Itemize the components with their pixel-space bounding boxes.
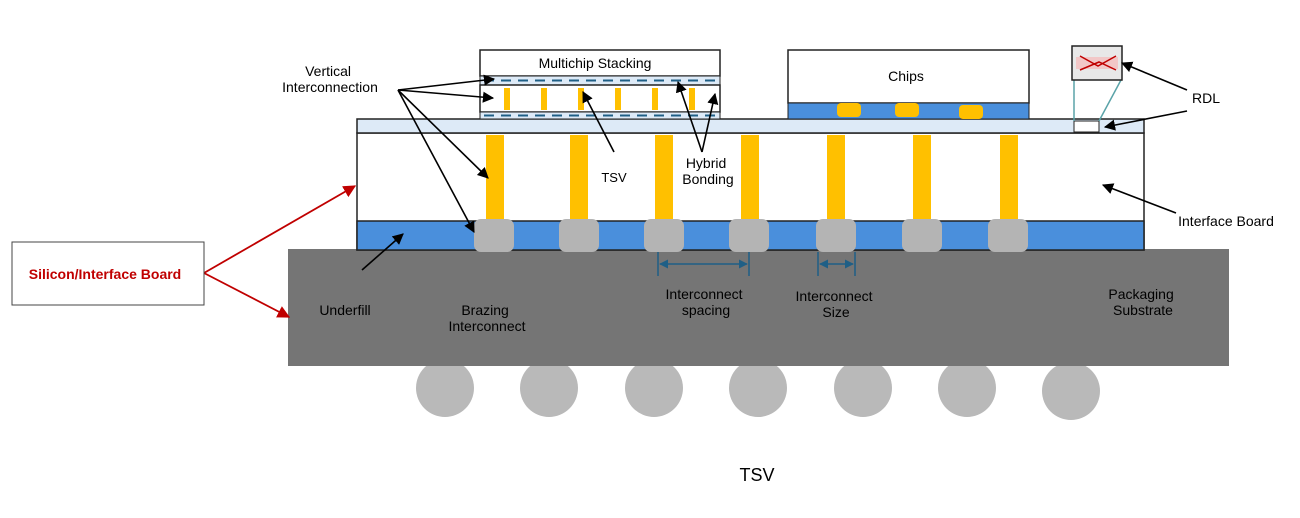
chips-bump: [895, 103, 919, 117]
figure-caption: TSV: [739, 465, 774, 485]
red-arrow-upper: [203, 185, 357, 274]
chips-die: [787, 49, 1030, 120]
brazing-bump: [816, 219, 856, 252]
interconnect-size-label: Interconnect Size: [796, 288, 877, 320]
side-box-arrows: [203, 185, 357, 318]
arrow-rdl-bottom: [1103, 110, 1188, 131]
solder-ball: [520, 359, 578, 417]
arrow-hybrid-a: [675, 80, 703, 153]
tsv-pillar: [486, 135, 504, 223]
rdl-label: RDL: [1192, 90, 1220, 106]
solder-ball: [416, 359, 474, 417]
interconnect-spacing-label: Interconnect spacing: [666, 286, 747, 318]
tsv-pillar: [741, 135, 759, 223]
arrow-hybrid-b: [701, 92, 719, 153]
brazing-bump: [988, 219, 1028, 252]
packaging-substrate: [288, 249, 1229, 366]
rdl-layer: [356, 118, 1145, 134]
tsv-pillar: [913, 135, 931, 223]
stack-top-die: [479, 49, 721, 77]
solder-ball: [938, 359, 996, 417]
red-arrow-lower: [203, 272, 291, 318]
hybrid-bonding-label: Hybrid Bonding: [682, 155, 733, 187]
tsv-pillar: [1000, 135, 1018, 223]
packaging-substrate-label: Packaging Substrate: [1108, 286, 1177, 318]
vertical-interconnection-label: Vertical Interconnection: [282, 63, 378, 95]
stack-tsv: [615, 88, 621, 110]
stack-bond-layer: [479, 75, 721, 86]
arrow-interface-board: [1101, 183, 1177, 214]
stack-tsv: [689, 88, 695, 110]
chips-body: [787, 49, 1030, 104]
arrow-vertical-to-tsv: [397, 89, 489, 179]
solder-ball: [1042, 362, 1100, 420]
interface-board-label: Interface Board: [1178, 213, 1274, 229]
stack-tsv: [541, 88, 547, 110]
chips-bump: [837, 103, 861, 117]
solder-ball: [729, 359, 787, 417]
side-box: [11, 241, 205, 306]
tsv-pillar: [827, 135, 845, 223]
arrow-tsv: [582, 91, 615, 153]
brazing-bump: [559, 219, 599, 252]
stack-tsv: [652, 88, 658, 110]
solder-ball: [834, 359, 892, 417]
solder-balls: [416, 359, 1100, 420]
multichip-stacking-label: Multichip Stacking: [539, 55, 652, 71]
tsv-pillar: [570, 135, 588, 223]
arrow-vertical-to-bump: [397, 89, 475, 233]
rdl-trace: [1079, 61, 1117, 71]
tsv-label: TSV: [601, 170, 627, 185]
brazing-bumps: [474, 219, 1028, 252]
rdl-trace: [1079, 55, 1117, 67]
chips-label: Chips: [888, 68, 924, 84]
arrow-vertical-to-bond: [397, 74, 496, 91]
annotation-arrows: [361, 61, 1188, 271]
brazing-bump: [902, 219, 942, 252]
stack-tsv: [578, 88, 584, 110]
rdl-small-box: [1073, 120, 1100, 133]
arrow-rdl-top: [1120, 61, 1188, 91]
brazing-bump: [474, 219, 514, 252]
underfill-label: Underfill: [319, 302, 370, 318]
solder-ball: [625, 359, 683, 417]
tsv-pillar: [655, 135, 673, 223]
stack-base-layer: [479, 111, 721, 120]
rdl-callout: [1071, 45, 1123, 133]
chips-bump: [959, 105, 983, 119]
dimension-markers: [657, 252, 856, 276]
side-box-label: Silicon/Interface Board: [29, 266, 181, 282]
arrow-underfill: [361, 233, 404, 271]
tsv-pillars: [486, 135, 1018, 223]
brazing-bump: [644, 219, 684, 252]
stack-tsv: [504, 88, 510, 110]
brazing-bump: [729, 219, 769, 252]
brazing-interconnect-label: Brazing Interconnect: [448, 302, 525, 334]
arrow-vertical-to-stack: [397, 89, 495, 103]
